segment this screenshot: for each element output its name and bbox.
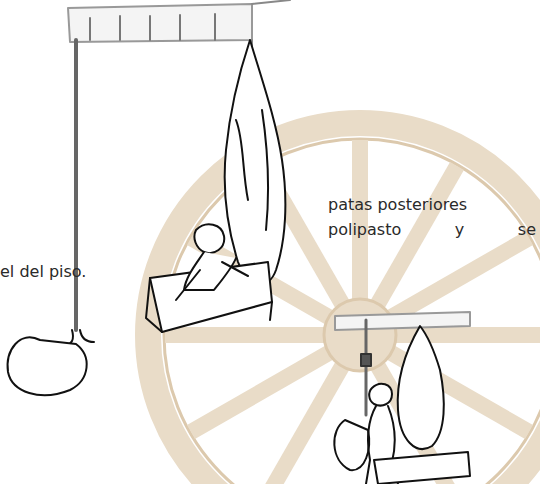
hoist-chain bbox=[365, 320, 368, 415]
wagon-wheel-watermark bbox=[148, 123, 540, 484]
ceiling-beam bbox=[335, 312, 470, 330]
worker-body bbox=[184, 252, 236, 290]
cart bbox=[374, 452, 470, 484]
hanging-animal-left bbox=[334, 420, 369, 470]
butchering-scene-bottom bbox=[334, 312, 470, 484]
worker-head bbox=[194, 224, 224, 253]
worker-head bbox=[369, 384, 392, 406]
wheel-hub bbox=[324, 299, 396, 371]
hanging-carcass bbox=[225, 40, 286, 284]
hanging-carcass bbox=[398, 326, 444, 449]
hanging-animal-left bbox=[8, 337, 87, 395]
hoist-chain bbox=[74, 40, 78, 330]
ceiling-beam bbox=[68, 4, 252, 42]
text-fragment: patas posteriores bbox=[328, 195, 467, 215]
butchering-scene-top bbox=[8, 0, 290, 395]
text-fragment: polipasto y se bbox=[328, 220, 536, 240]
wheel-rim bbox=[148, 123, 540, 484]
text-fragment: el del piso. bbox=[0, 262, 86, 282]
